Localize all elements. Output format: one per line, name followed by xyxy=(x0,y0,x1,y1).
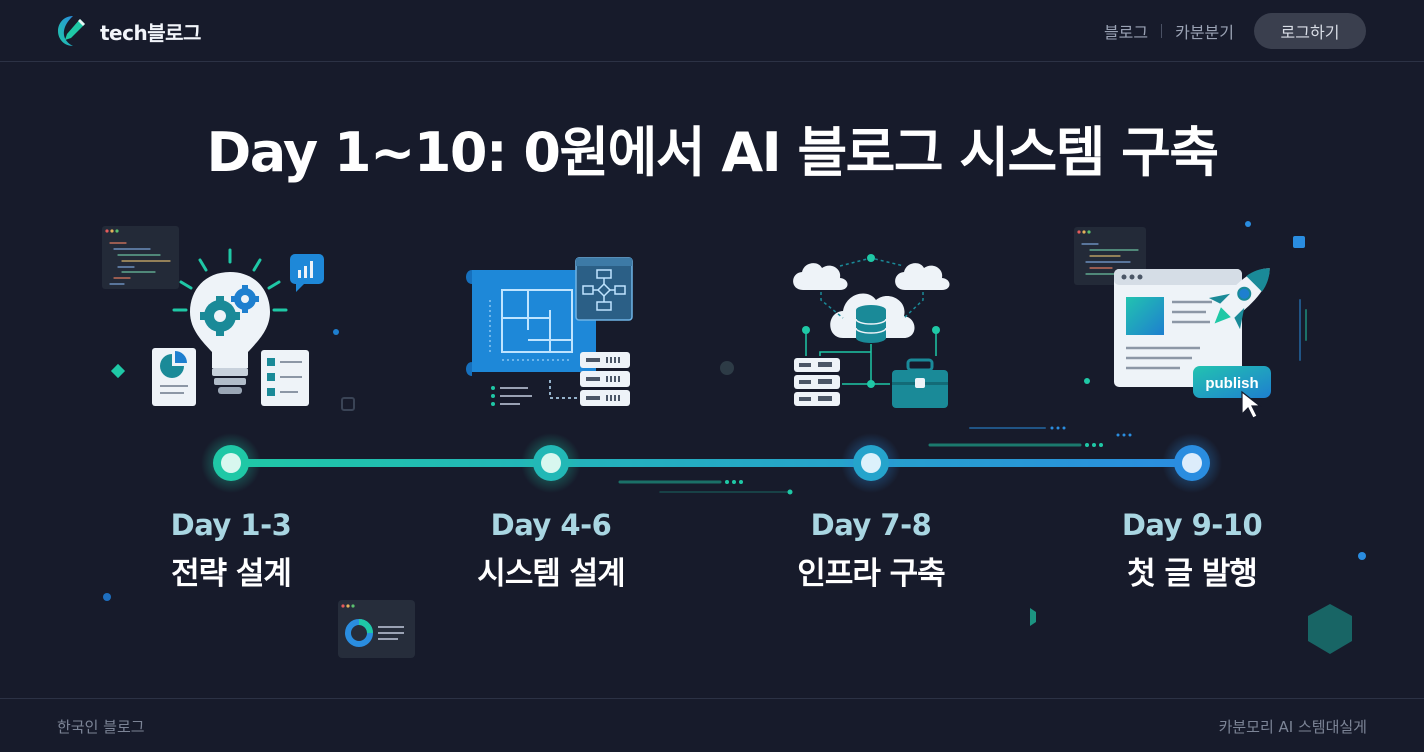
milestone-first-post: Day 9-10 첫 글 발행 xyxy=(1062,508,1322,593)
milestone-infrastructure: Day 7-8 인프라 구축 xyxy=(741,508,1001,593)
milestone-name: 인프라 구축 xyxy=(797,556,945,592)
cursor-arrow-icon xyxy=(1241,390,1262,419)
top-nav: 블로그 카분분기 로그하기 xyxy=(1104,13,1366,49)
footer-credit: 카분모리 AI 스템대실게 xyxy=(1218,718,1367,736)
milestone-days: Day 9-10 xyxy=(1121,508,1263,542)
nav-link-category[interactable]: 카분분기 xyxy=(1175,23,1234,42)
milestone-name: 시스템 설계 xyxy=(477,556,625,592)
nav-link-blog[interactable]: 블로그 xyxy=(1103,23,1149,42)
timeline-node-2 xyxy=(521,433,581,493)
milestone-system-design: Day 4-6 시스템 설계 xyxy=(421,508,681,593)
timeline-node-1 xyxy=(201,433,261,493)
blueprint-server-icon xyxy=(466,257,633,406)
publish-label: publish xyxy=(1205,375,1258,392)
milestone-name: 전략 설계 xyxy=(171,556,292,592)
rocket-publish-icon: publish xyxy=(1114,268,1271,419)
page-title: Day 1~10: 0원에서 AI 블로그 시스템 구축 xyxy=(206,121,1219,184)
code-window-right xyxy=(1074,227,1146,285)
lightbulb-gears-icon xyxy=(152,248,324,406)
top-header: tech블로그 블로그 카분분기 로그하기 xyxy=(0,0,1424,62)
timeline-node-3 xyxy=(841,433,901,493)
nav-divider xyxy=(1161,24,1163,38)
hexagon-decoration xyxy=(1308,604,1352,654)
milestone-days: Day 1-3 xyxy=(170,508,292,542)
decorative-speed-lines xyxy=(618,299,1307,493)
timeline-node-4 xyxy=(1162,433,1222,493)
pen-logo-icon xyxy=(58,16,85,46)
cloud-database-icon xyxy=(793,254,950,408)
code-window-left xyxy=(102,226,179,289)
footer-site-name: 한국인 블로그 xyxy=(57,718,145,736)
milestone-days: Day 7-8 xyxy=(810,508,932,542)
page-footer: 한국인 블로그 카분모리 AI 스템대실게 xyxy=(0,698,1424,752)
dashboard-window-decoration xyxy=(338,600,415,658)
milestone-days: Day 4-6 xyxy=(490,508,612,542)
login-button[interactable]: 로그하기 xyxy=(1254,13,1366,49)
milestone-name: 첫 글 발행 xyxy=(1127,556,1258,592)
brand-name: tech블로그 xyxy=(100,20,201,45)
timeline-track xyxy=(230,459,1192,467)
brand[interactable]: tech블로그 xyxy=(56,14,201,48)
milestone-strategy: Day 1-3 전략 설계 xyxy=(101,508,361,593)
